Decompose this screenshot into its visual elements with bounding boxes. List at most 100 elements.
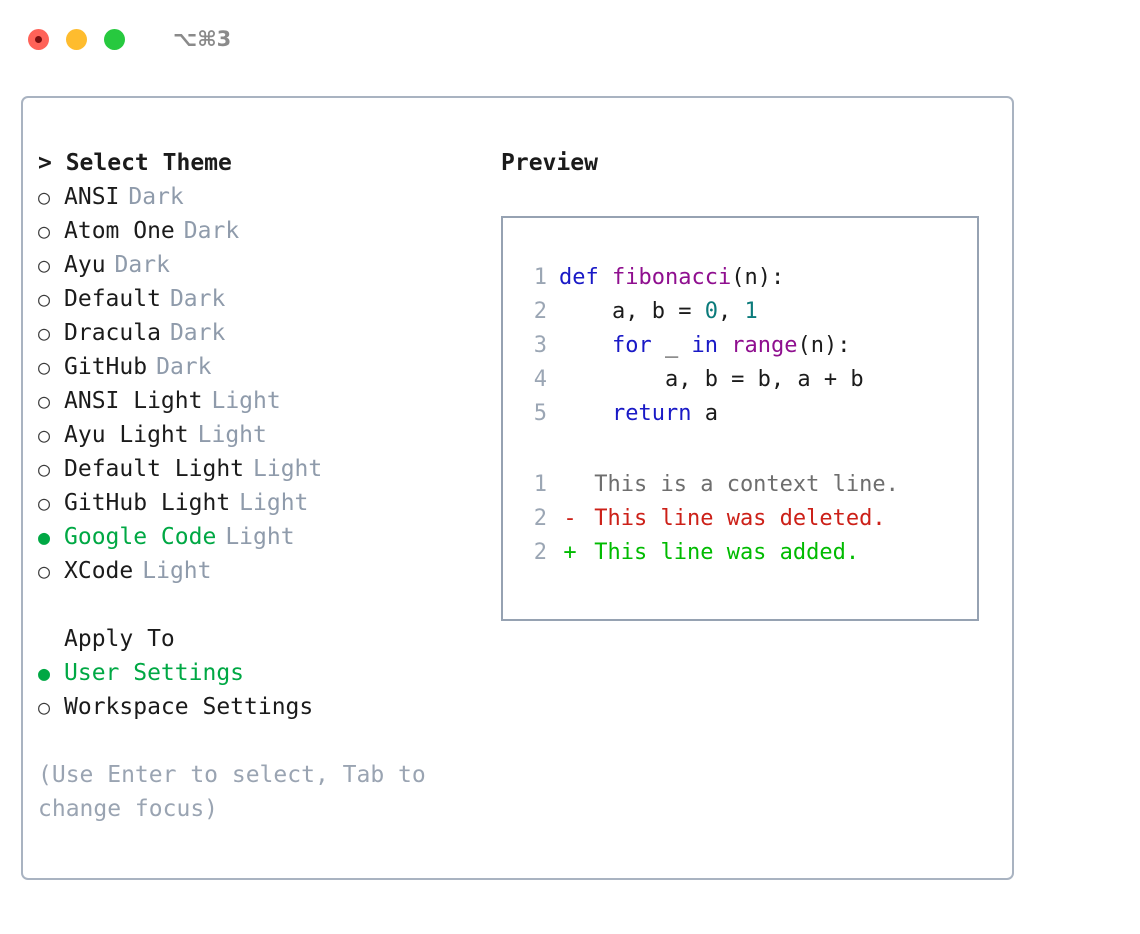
theme-kind-label: Dark [169,320,226,346]
theme-option-ayu-light[interactable]: ○ Ayu Light Light [38,418,488,452]
theme-name-label: Google Code [64,524,217,550]
diff-line-add: 2+ This line was added. [517,536,899,570]
theme-kind-label: Dark [156,354,212,380]
line-number: 4 [533,367,547,392]
code-token-kw: return [611,401,692,426]
radio-unselected-icon: ○ [38,355,51,379]
radio-unselected-icon: ○ [38,253,51,277]
theme-name-label: GitHub Light [64,490,231,516]
code-line: 5 return a [517,397,864,431]
theme-kind-label: Dark [128,184,184,210]
code-token-pl: a, b = [559,299,705,324]
theme-name-label: XCode [64,558,134,584]
apply-to-option-user-settings[interactable]: ● User Settings [38,656,488,690]
code-token-pl [718,333,731,358]
titlebar: ⌥⌘3 [0,0,1140,78]
traffic-light-group [28,28,125,50]
diff-line-number: 1 [533,472,547,497]
diff-line-text: This line was added. [581,540,860,565]
radio-unselected-icon: ○ [38,695,51,719]
theme-kind-label: Light [253,456,323,482]
code-token-kw: def [559,265,612,290]
theme-kind-label: Dark [114,252,170,278]
theme-kind-label: Dark [169,286,226,312]
theme-name-label: Default [64,286,161,312]
theme-name-label: Ayu Light [64,422,189,448]
code-token-fn: fibonacci [611,265,732,290]
code-line: 1 def fibonacci(n): [517,261,864,295]
keyboard-hint-text: (Use Enter to select, Tab to change focu… [38,762,426,822]
code-line-text: a, b = 0, 1 [559,295,758,329]
code-token-pl: _ [651,333,692,358]
code-line: 4 a, b = b, a + b [517,363,864,397]
code-token-pl [559,333,612,358]
theme-name-label: Ayu [64,252,106,278]
theme-kind-label: Light [239,490,309,516]
theme-name-label: ANSI Light [64,388,203,414]
diff-sign [559,468,581,502]
diff-line-text: This line was deleted. [581,506,886,531]
close-window-icon[interactable] [28,28,49,50]
code-token-fn: range [731,333,798,358]
diff-sign: + [563,540,577,565]
radio-selected-icon: ● [38,525,51,549]
code-token-pl: a, b = b, a + b [559,367,864,392]
line-number: 3 [533,333,547,358]
code-token-pl: (n): [731,265,785,290]
code-token-pl: a [691,401,718,426]
code-token-num: 1 [744,299,758,324]
radio-unselected-icon: ○ [38,457,51,481]
theme-option-atom-one[interactable]: ○ Atom One Dark [38,214,488,248]
theme-name-label: Atom One [64,218,175,244]
keyboard-shortcut-label: ⌥⌘3 [173,27,232,51]
code-token-pl: (n): [797,333,851,358]
theme-name-label: Dracula [64,320,161,346]
theme-option-dracula[interactable]: ○ Dracula Dark [38,316,488,350]
theme-name-label: Default Light [64,456,245,482]
radio-unselected-icon: ○ [38,185,51,209]
radio-unselected-icon: ○ [38,219,51,243]
radio-unselected-icon: ○ [38,423,51,447]
diff-line-del: 2- This line was deleted. [517,502,899,536]
line-number: 2 [533,299,547,324]
theme-option-ayu[interactable]: ○ Ayu Dark [38,248,488,282]
theme-name-label: ANSI [64,184,120,210]
theme-option-ansi[interactable]: ○ ANSI Dark [38,180,488,214]
diff-sample: 1 This is a context line. 2- This line wa… [517,468,899,570]
code-line-text: for _ in range(n): [559,329,850,363]
code-line-text: a, b = b, a + b [559,363,864,397]
theme-kind-label: Light [197,422,267,448]
radio-selected-icon: ● [38,661,51,685]
theme-kind-label: Light [142,558,212,584]
apply-to-option-label: User Settings [64,660,245,686]
code-line-text: return a [559,397,718,431]
diff-line-text: This is a context line. [581,472,899,497]
theme-option-github-light[interactable]: ○ GitHub Light Light [38,486,488,520]
line-number: 5 [533,401,547,426]
minimize-window-icon[interactable] [66,28,87,50]
code-token-pl: , [717,299,745,324]
apply-to-option-workspace-settings[interactable]: ○Workspace Settings [38,690,488,724]
code-token-pl [559,401,612,426]
maximize-window-icon[interactable] [104,28,125,50]
code-line: 3 for _ in range(n): [517,329,864,363]
line-number: 1 [533,265,547,290]
theme-option-default-light[interactable]: ○ Default Light Light [38,452,488,486]
apply-to-heading: Apply To [64,626,175,652]
radio-unselected-icon: ○ [38,491,51,515]
radio-unselected-icon: ○ [38,321,51,345]
theme-kind-label: Dark [183,218,240,244]
